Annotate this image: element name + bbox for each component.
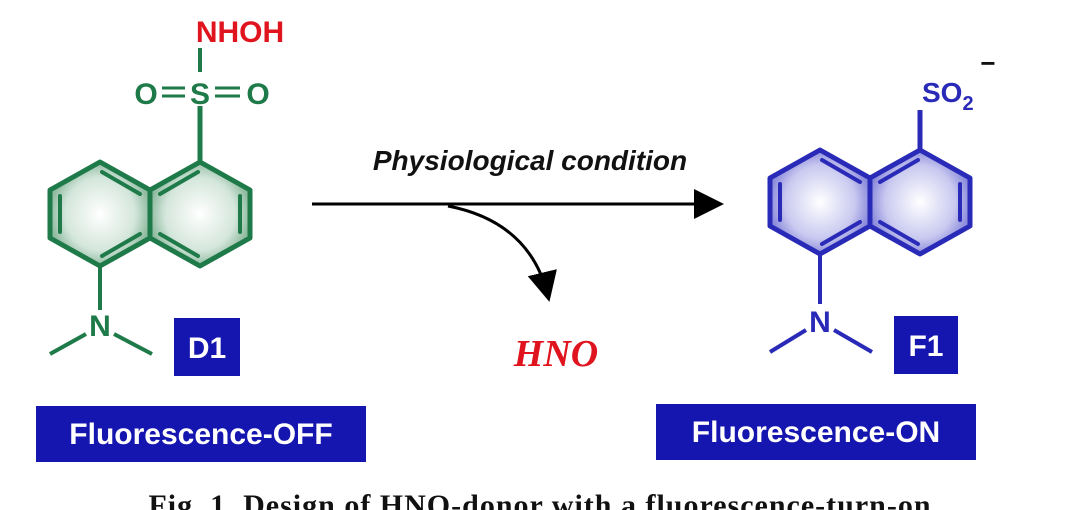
reactant-ring-left	[47, 159, 153, 269]
figure-caption: Fig. 1. Design of HNO-donor with a fluor…	[148, 489, 932, 510]
reactant-nhoh-group: NHOH	[196, 16, 284, 49]
product-ring-left	[767, 147, 873, 257]
product-label: F1	[908, 330, 943, 363]
product-sulfinate-subscript: 2	[962, 93, 973, 115]
product-label-box	[894, 316, 958, 374]
product-sulfinate-base: SO	[922, 77, 962, 108]
product-status: Fluorescence-ON	[692, 416, 940, 449]
reactant-n-methyl-right	[113, 332, 153, 356]
product-sulfinate-charge: −	[980, 48, 995, 78]
product-n-methyl-left	[768, 328, 808, 354]
reactant-molecule: O S O NHOH N	[47, 16, 284, 356]
reactant-label: D1	[188, 332, 226, 365]
reactant-status-box	[36, 406, 366, 462]
reactant-sulfonyl-s: S	[190, 78, 210, 111]
reactant-amine-n: N	[89, 310, 111, 343]
reactant-status: Fluorescence-OFF	[69, 418, 332, 451]
reactant-ring-right	[147, 159, 253, 269]
reactant-s-o-double-bonds	[162, 86, 240, 98]
byproduct-hno: HNO	[513, 333, 598, 375]
product-double-bonds	[778, 158, 962, 246]
reaction-condition: Physiological condition	[373, 145, 687, 176]
byproduct-release-arrow	[447, 204, 557, 302]
reactant-sulfonyl-o-right: O	[246, 78, 269, 111]
reactant-double-bonds	[58, 170, 242, 258]
product-ring-right	[867, 147, 973, 257]
reactant-n-methyl-left	[49, 332, 87, 356]
reactant-sulfonyl-o-left: O	[134, 78, 157, 111]
product-molecule: SO2 − N	[767, 48, 996, 354]
product-status-box	[656, 404, 976, 460]
product-n-methyl-right	[832, 328, 874, 354]
product-sulfinate-group: SO2	[922, 77, 974, 115]
reactant-label-box	[174, 318, 240, 376]
product-amine-n: N	[809, 306, 831, 339]
